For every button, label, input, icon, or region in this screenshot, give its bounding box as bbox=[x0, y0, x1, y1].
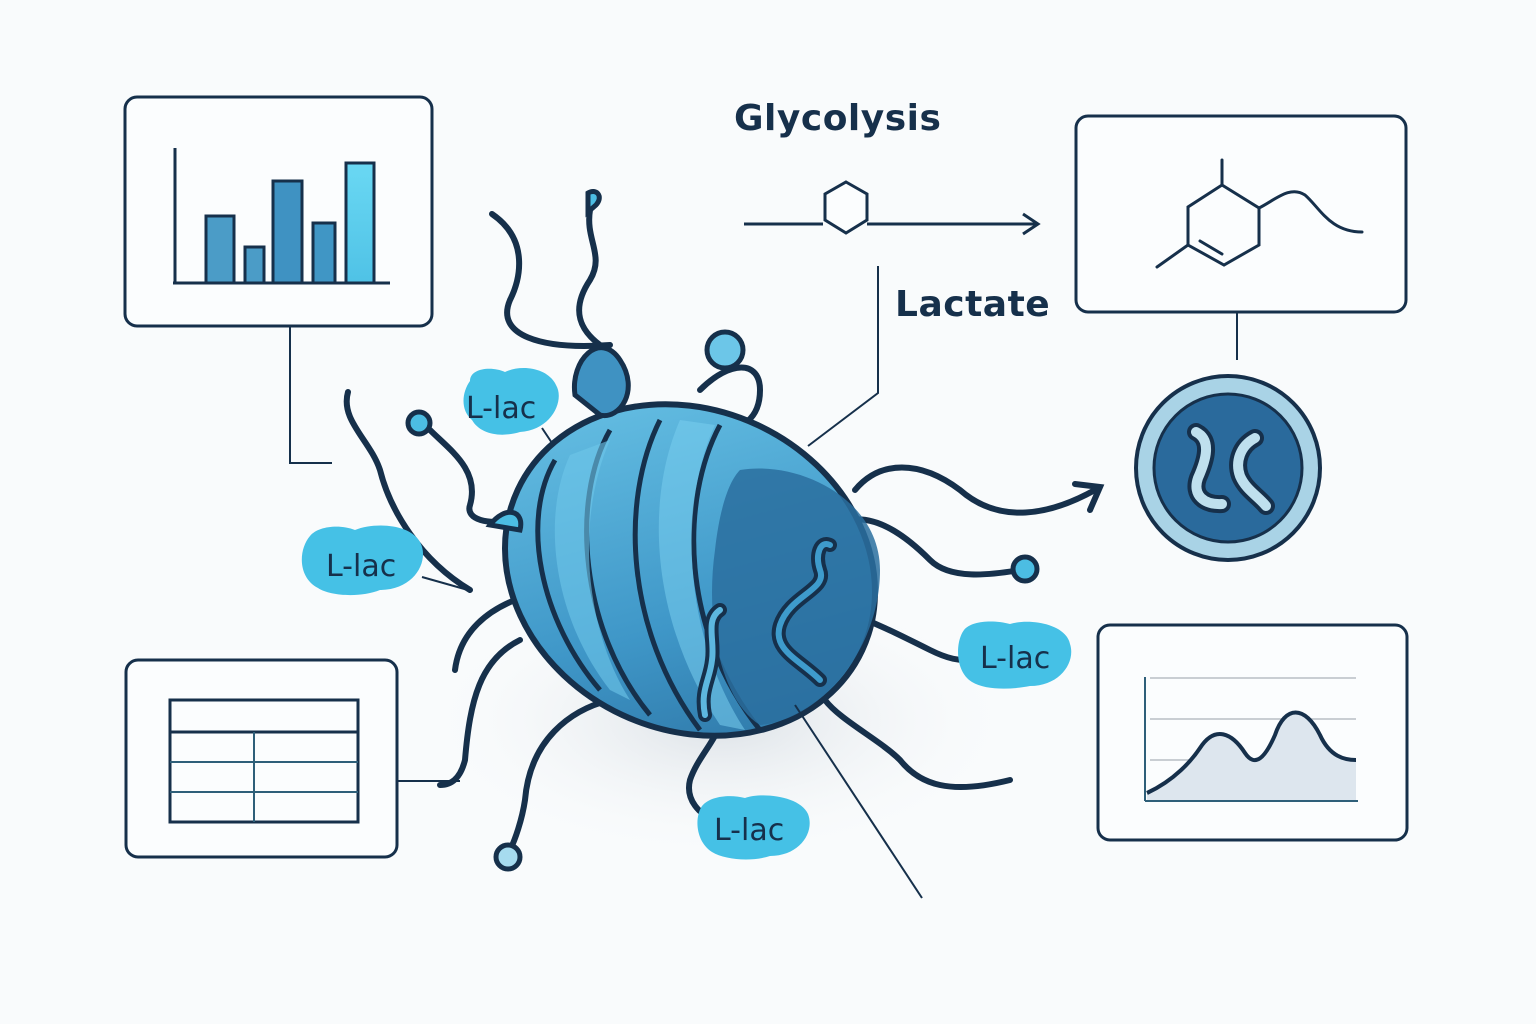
lactate-label: Lactate bbox=[895, 284, 1051, 325]
bar-chart-panel[interactable] bbox=[123, 95, 434, 464]
pill-right[interactable]: L-lac bbox=[958, 621, 1072, 689]
pill-label: L-lac bbox=[466, 391, 536, 426]
pill-bottom[interactable]: L-lac bbox=[697, 795, 810, 860]
table-panel[interactable] bbox=[124, 658, 460, 859]
pill-label: L-lac bbox=[980, 641, 1050, 676]
table-icon bbox=[168, 698, 360, 824]
bacterium-bands-fill bbox=[554, 420, 745, 730]
bar-chart-icon bbox=[173, 148, 390, 285]
bacterium-top-lobes bbox=[485, 329, 746, 533]
flagella-knobs bbox=[405, 189, 1040, 872]
molecule-panel[interactable] bbox=[1074, 114, 1408, 360]
arrow-to-cell-icon bbox=[1072, 481, 1105, 513]
pill-label: L-lac bbox=[714, 813, 784, 848]
lactate-connector bbox=[807, 266, 879, 447]
bacteria-cell-icon[interactable] bbox=[1134, 374, 1322, 562]
pill-label: L-lac bbox=[326, 549, 396, 584]
hexagon-icon bbox=[823, 180, 869, 235]
molecule-structure-icon bbox=[1155, 158, 1364, 269]
pill-top-left[interactable]: L-lac bbox=[463, 368, 559, 435]
pill-connectors bbox=[421, 427, 553, 591]
area-chart-panel[interactable] bbox=[1096, 623, 1409, 842]
rod-bacteria-icon bbox=[1187, 423, 1275, 515]
bacterium-body[interactable] bbox=[450, 329, 930, 795]
pill-left[interactable]: L-lac bbox=[301, 525, 424, 596]
bar-chart-connector bbox=[289, 326, 332, 464]
area-chart-icon bbox=[1144, 677, 1358, 802]
glycolysis-label: Glycolysis bbox=[734, 98, 942, 139]
glycolysis-arrow bbox=[744, 180, 1041, 236]
bottom-annotation-line bbox=[794, 704, 923, 899]
